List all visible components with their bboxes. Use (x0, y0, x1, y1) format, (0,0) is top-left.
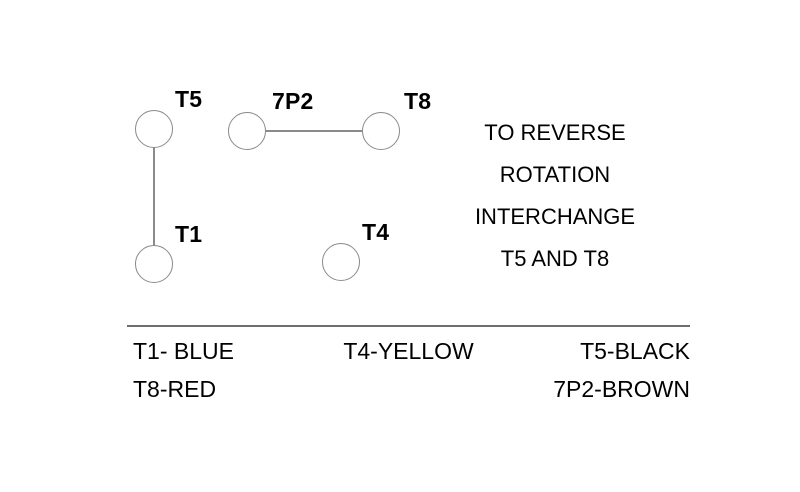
wire-color-legend: T1- BLUE T4-YELLOW T5-BLACK T8-RED 7P2-B… (127, 338, 690, 414)
instruction-line-1: TO REVERSE (484, 120, 626, 145)
legend-t1-blue: T1- BLUE (133, 338, 234, 364)
legend-7p2-brown: 7P2-BROWN (553, 376, 690, 402)
instruction-line-3: INTERCHANGE (474, 204, 636, 229)
section-divider (127, 325, 690, 328)
terminal-label-7p2: 7P2 (272, 88, 314, 114)
terminal-t5[interactable] (135, 110, 173, 148)
terminal-label-t8: T8 (404, 88, 432, 114)
terminal-7p2[interactable] (228, 112, 266, 150)
wire-t5-to-t1 (153, 147, 155, 246)
legend-t8-red: T8-RED (133, 376, 217, 402)
legend-row: T8-RED 7P2-BROWN (127, 376, 690, 414)
instruction-line-4: T5 AND T8 (500, 246, 610, 271)
legend-t4-yellow: T4-YELLOW (343, 338, 474, 364)
terminal-label-t4: T4 (362, 219, 390, 245)
terminal-t1[interactable] (135, 245, 173, 283)
instruction-line-2: ROTATION (499, 162, 611, 187)
legend-row: T1- BLUE T4-YELLOW T5-BLACK (127, 338, 690, 376)
terminal-t8[interactable] (362, 112, 400, 150)
terminal-label-t1: T1 (175, 221, 203, 247)
terminal-t4[interactable] (322, 243, 360, 281)
reverse-rotation-note: TO REVERSE ROTATION INTERCHANGE T5 AND T… (430, 112, 680, 280)
legend-t5-black: T5-BLACK (580, 338, 690, 364)
wire-7p2-to-t8 (266, 130, 362, 132)
terminal-label-t5: T5 (175, 86, 203, 112)
